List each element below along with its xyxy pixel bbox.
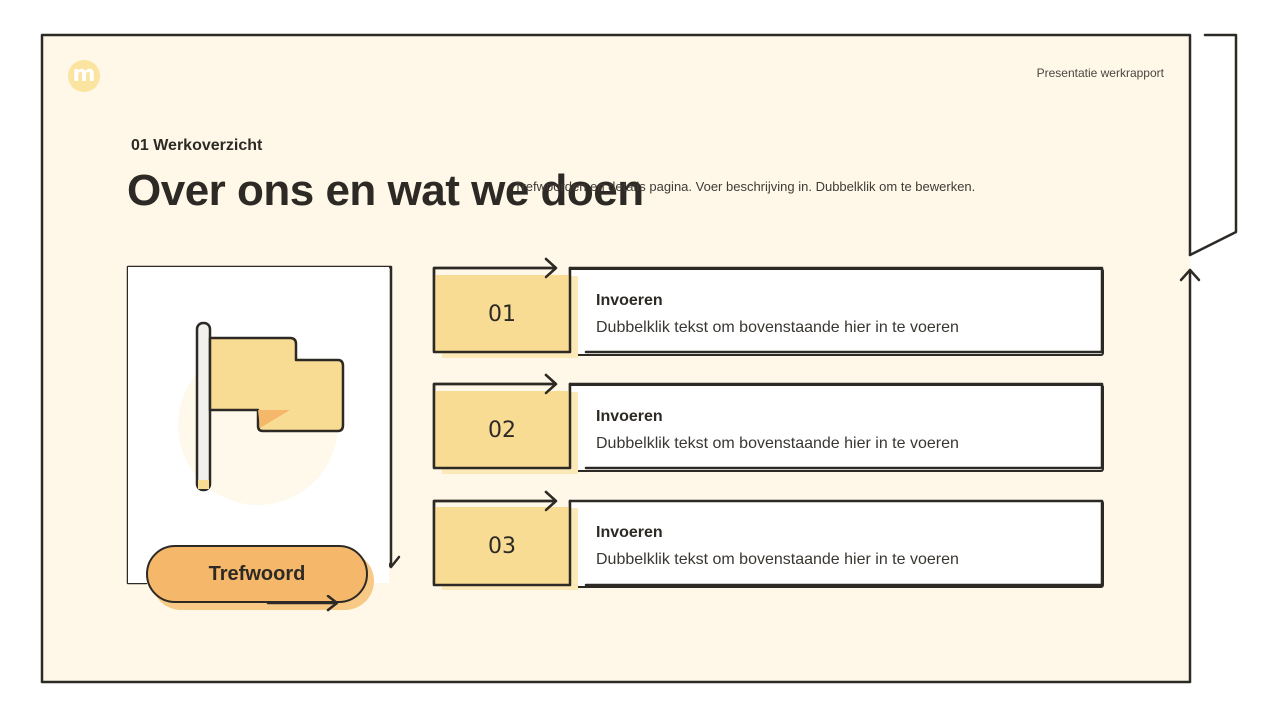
section-label: 01 Werkoverzicht [131,137,263,154]
list-item-title[interactable]: Invoeren [596,408,663,425]
list-item-title[interactable]: Invoeren [596,292,663,309]
brand-text: Presentatie werkrapport [1036,66,1164,80]
list-item-number: 03 [434,507,570,585]
list-item-01[interactable]: 01 Invoeren Dubbelklik tekst om bovensta… [434,268,1104,358]
brand-logo: m [68,60,100,92]
keyword-button[interactable]: Trefwoord [146,545,368,603]
list-item-02[interactable]: 02 Invoeren Dubbelklik tekst om bovensta… [434,384,1104,474]
list-item-desc[interactable]: Dubbelklik tekst om bovenstaande hier in… [596,551,959,568]
list-item-desc[interactable]: Dubbelklik tekst om bovenstaande hier in… [596,319,959,336]
keyword-arrow-icon [266,595,339,612]
list-item-box [570,500,1104,588]
list-item-desc[interactable]: Dubbelklik tekst om bovenstaande hier in… [596,435,959,452]
list-item-box [570,268,1104,356]
list-item-number: 01 [434,275,570,353]
flag-icon [195,321,345,492]
page-subtitle[interactable]: Trefwoorden en details pagina. Voer besc… [514,179,976,194]
list-item-box [570,384,1104,472]
page-title: Over ons en wat we doen [127,166,644,215]
list-item-title[interactable]: Invoeren [596,524,663,541]
list-item-number: 02 [434,391,570,469]
list-item-03[interactable]: 03 Invoeren Dubbelklik tekst om bovensta… [434,500,1104,590]
logo-glyph: m [72,62,96,87]
